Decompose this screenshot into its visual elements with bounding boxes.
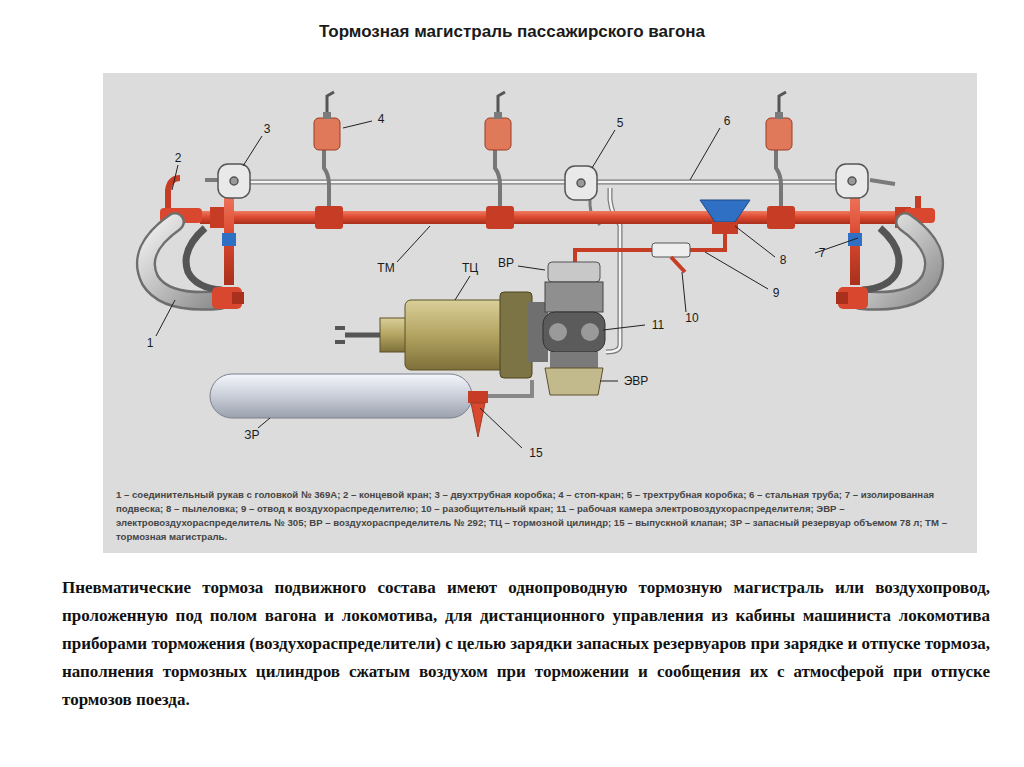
brake-main-pipe bbox=[200, 190, 920, 285]
leader-line bbox=[156, 121, 858, 448]
callout-number: ЗР bbox=[244, 429, 259, 441]
callout-number: 2 bbox=[175, 152, 182, 164]
callout-number: 6 bbox=[724, 115, 731, 127]
callout-number: 10 bbox=[685, 312, 698, 324]
legend-text: 1 – соединительный рукав с головкой № 36… bbox=[116, 488, 964, 544]
callout-number: 1 bbox=[147, 337, 154, 349]
callout-number: 3 bbox=[264, 123, 271, 135]
stop-crank bbox=[314, 92, 792, 206]
callout-number: ТМ bbox=[377, 262, 394, 274]
callout-number: ВР bbox=[498, 257, 514, 269]
callout-number: 7 bbox=[819, 247, 826, 259]
figure-panel bbox=[103, 73, 977, 553]
callout-number: 8 bbox=[780, 254, 787, 266]
junction-box bbox=[218, 164, 868, 200]
reservoir bbox=[210, 374, 532, 437]
callout-number: ТЦ bbox=[462, 262, 478, 274]
brake-cylinder bbox=[335, 292, 548, 378]
air-distributor bbox=[543, 262, 605, 395]
callout-number: ЭВР bbox=[624, 375, 649, 387]
dust-catcher bbox=[700, 200, 750, 234]
callout-number: 15 bbox=[529, 447, 542, 459]
callout-number: 4 bbox=[378, 113, 385, 125]
caption-text: Пневматические тормоза подвижного состав… bbox=[62, 574, 990, 714]
callout-number: 5 bbox=[617, 117, 624, 129]
callout-number: 9 bbox=[773, 287, 780, 299]
steel-pipe bbox=[205, 180, 895, 352]
page-title: Тормозная магистраль пассажирского вагон… bbox=[0, 22, 1024, 42]
end-crank bbox=[160, 178, 935, 223]
callout-number: 11 bbox=[652, 319, 664, 331]
connecting-hose bbox=[146, 222, 934, 309]
